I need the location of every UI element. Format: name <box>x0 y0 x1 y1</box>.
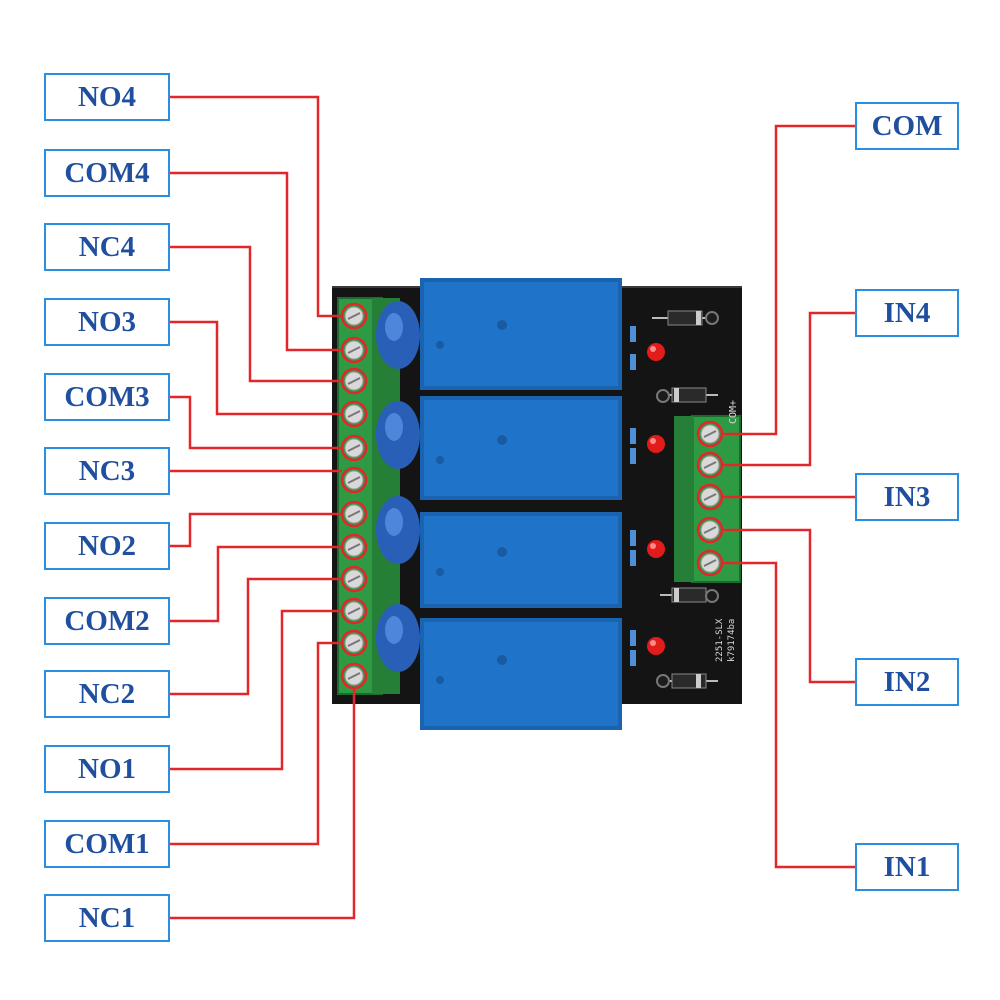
label-in4: IN4 <box>855 289 959 337</box>
label-no2: NO2 <box>44 522 170 570</box>
right-terminal-screw <box>696 420 724 448</box>
varistor-3 <box>376 496 420 564</box>
label-nc1: NC1 <box>44 894 170 942</box>
wire-com4 <box>170 171 342 352</box>
label-in2: IN2 <box>855 658 959 706</box>
label-no4: NO4 <box>44 73 170 121</box>
label-com4: COM4 <box>44 149 170 197</box>
relay-4 <box>420 278 622 390</box>
relay-2 <box>420 512 622 608</box>
wire-in4 <box>722 311 855 467</box>
left-terminal-screw <box>340 662 368 690</box>
led-4 <box>647 343 665 361</box>
mounting-holes <box>656 311 719 688</box>
label-com2: COM2 <box>44 597 170 645</box>
pcb-silkscreen-header: COM+ <box>728 400 739 424</box>
label-com3: COM3 <box>44 373 170 421</box>
left-terminal-screw <box>340 367 368 395</box>
left-terminal-screw <box>340 302 368 330</box>
left-terminal-screw <box>340 336 368 364</box>
left-terminal-screw <box>340 434 368 462</box>
wire-com2 <box>170 545 342 623</box>
left-terminal-screw <box>340 533 368 561</box>
left-terminal-screw <box>340 597 368 625</box>
wire-nc1 <box>170 688 356 920</box>
left-terminal-screw <box>340 466 368 494</box>
label-nc4: NC4 <box>44 223 170 271</box>
left-terminal-screw <box>340 565 368 593</box>
wire-com3 <box>170 395 342 450</box>
wire-no1 <box>170 609 342 771</box>
label-no1: NO1 <box>44 745 170 793</box>
wire-com <box>722 124 855 436</box>
label-com1: COM1 <box>44 820 170 868</box>
led-1 <box>647 637 665 655</box>
diode-4 <box>652 310 718 326</box>
label-nc3: NC3 <box>44 447 170 495</box>
relay-3 <box>420 396 622 500</box>
left-terminal-screw <box>340 629 368 657</box>
varistor-4 <box>376 604 420 672</box>
left-terminal-screw <box>340 400 368 428</box>
label-nc2: NC2 <box>44 670 170 718</box>
wire-nc4 <box>170 245 342 383</box>
wire-no3 <box>170 320 342 416</box>
wire-in2 <box>722 528 855 684</box>
wire-com1 <box>170 641 342 846</box>
led-2 <box>647 540 665 558</box>
wire-no2 <box>170 512 342 548</box>
left-terminal-screw <box>340 500 368 528</box>
connection-wires <box>170 95 855 920</box>
right-terminal-screw <box>696 451 724 479</box>
relay-1 <box>420 618 622 730</box>
diode-3 <box>660 387 718 403</box>
right-terminal-block-side <box>674 416 694 582</box>
label-com: COM <box>855 102 959 150</box>
label-in3: IN3 <box>855 473 959 521</box>
wire-no4 <box>170 95 342 318</box>
varistor-1 <box>376 301 420 369</box>
right-terminal-screw <box>696 549 724 577</box>
label-in1: IN1 <box>855 843 959 891</box>
pcb-silkscreen-code: k79174ba <box>727 619 737 662</box>
varistor-2 <box>376 401 420 469</box>
resistors <box>630 326 636 666</box>
pcb-silkscreen-model: 2251-SLX <box>715 618 725 662</box>
right-terminal-screw <box>696 516 724 544</box>
wire-nc2 <box>170 577 342 696</box>
right-terminal-screw <box>696 483 724 511</box>
label-no3: NO3 <box>44 298 170 346</box>
led-3 <box>647 435 665 453</box>
wire-in1 <box>722 561 855 869</box>
